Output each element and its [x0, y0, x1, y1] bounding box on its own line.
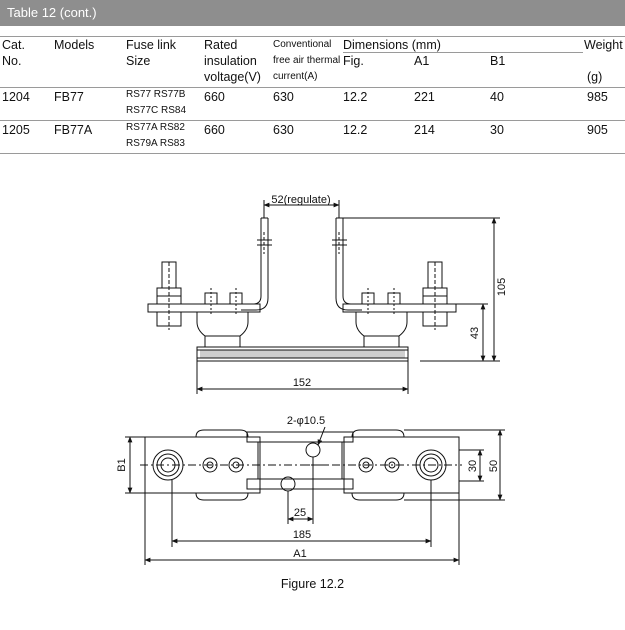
centre-bar-bottom [246, 478, 354, 490]
cell-b1: 30 [490, 123, 504, 137]
cell-fuse-line2: RS79A RS83 [126, 138, 185, 149]
cell-current: 630 [273, 90, 294, 104]
header-rated: Rated [204, 38, 238, 52]
dim-label-base-width: 152 [293, 377, 311, 389]
right-stud [422, 261, 448, 330]
cell-cat: 1205 [2, 123, 30, 137]
header-no: No. [2, 54, 22, 68]
row-divider [0, 120, 625, 121]
header-cat: Cat. [2, 38, 25, 52]
right-insulator [355, 312, 408, 347]
figure-caption: Figure 12.2 [280, 577, 345, 591]
dim-label-30: 30 [467, 460, 479, 472]
dim-label-b1: B1 [116, 458, 128, 471]
header-weight: Weight [584, 38, 623, 52]
top-view [125, 426, 505, 565]
front-view [147, 200, 500, 394]
dim-label-a1: A1 [293, 548, 306, 560]
cell-current: 630 [273, 123, 294, 137]
left-stud [156, 261, 182, 330]
header-free-air: free air thermal [273, 55, 341, 66]
cell-b1: 40 [490, 90, 504, 104]
right-base-plate [342, 303, 457, 313]
dim-label-spacing: 52(regulate) [271, 194, 330, 206]
header-top-rule [0, 36, 625, 37]
cell-a1: 214 [414, 123, 435, 137]
cell-fuse-line1: RS77A RS82 [126, 122, 185, 133]
cell-voltage: 660 [204, 90, 225, 104]
dim-label-50: 50 [488, 460, 500, 472]
header-voltage: voltage(V) [204, 70, 261, 84]
table-title: Table 12 (cont.) [7, 5, 97, 20]
centre-bar-top [246, 431, 354, 443]
dim-label-base-height: 43 [469, 327, 481, 339]
header-fig: Fig. [343, 54, 364, 68]
cell-cat: 1204 [2, 90, 30, 104]
dim-label-25: 25 [294, 507, 306, 519]
header-current: current(A) [273, 71, 318, 82]
header-conventional: Conventional [273, 39, 332, 50]
cell-a1: 221 [414, 90, 435, 104]
table-bottom-rule [0, 153, 625, 154]
small-bolts [204, 288, 401, 316]
cell-fig: 12.2 [343, 90, 368, 104]
cell-voltage: 660 [204, 123, 225, 137]
header-insulation: insulation [204, 54, 257, 68]
dim-label-185: 185 [293, 529, 311, 541]
mounting-hole-1 [305, 442, 321, 458]
header-bottom-rule [0, 87, 625, 88]
base-bar-fill [200, 350, 405, 358]
header-a1: A1 [414, 54, 430, 68]
cell-weight: 905 [587, 123, 608, 137]
header-weight-unit: (g) [587, 70, 603, 84]
right-terminal-bracket [335, 218, 362, 311]
cell-model: FB77 [54, 90, 84, 104]
dim-label-hole: 2-φ10.5 [287, 415, 325, 427]
base-bar [196, 346, 409, 362]
header-b1: B1 [490, 54, 506, 68]
left-insulator [196, 312, 249, 347]
cell-fuse-line2: RS77C RS84 [126, 105, 187, 116]
cell-weight: 985 [587, 90, 608, 104]
cell-model: FB77A [54, 123, 93, 137]
table-title-bar: Table 12 (cont.) [0, 0, 625, 26]
header-fuse-size: Size [126, 54, 151, 68]
left-terminal-bracket [241, 218, 269, 311]
cell-fig: 12.2 [343, 123, 368, 137]
header-dimensions: Dimensions (mm) [343, 38, 441, 52]
cell-fuse-line1: RS77 RS77B [126, 89, 186, 100]
header-fuse-link: Fuse link [126, 38, 177, 52]
left-base-plate [147, 303, 261, 313]
header-models: Models [54, 38, 95, 52]
dim-label-height: 105 [496, 278, 508, 296]
dimensions-rule [343, 52, 583, 53]
